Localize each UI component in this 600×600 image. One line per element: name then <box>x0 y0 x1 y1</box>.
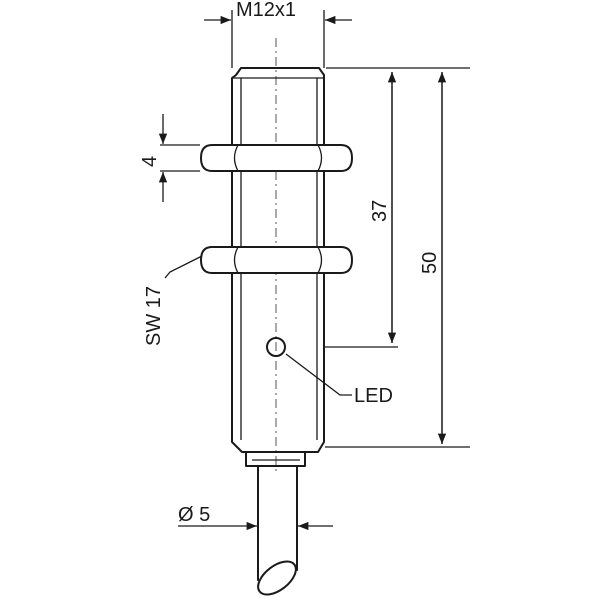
cable-diameter-label: Ø 5 <box>178 504 210 526</box>
cable-gland <box>245 451 306 467</box>
led-leader-line <box>285 353 352 396</box>
cable-diameter-dimension: Ø 5 <box>178 504 333 531</box>
thread-length-label: 37 <box>369 200 391 222</box>
upper-nut <box>200 144 353 172</box>
led-indicator <box>266 337 286 357</box>
total-length-label: 50 <box>419 252 441 274</box>
led-label: LED <box>354 385 393 407</box>
thread-label: M12x1 <box>236 0 296 21</box>
thread-length-dimension: 37 <box>326 67 470 343</box>
wrench-size-callout: SW 17 <box>143 255 203 346</box>
thread-dimension: M12x1 <box>204 0 352 68</box>
total-length-dimension: 50 <box>325 72 470 448</box>
nut-thickness-label: 4 <box>139 156 161 167</box>
nut-thickness-dimension: 4 <box>139 114 200 202</box>
lower-nut <box>200 246 353 274</box>
wrench-size-label: SW 17 <box>143 286 165 346</box>
cable <box>257 465 298 596</box>
